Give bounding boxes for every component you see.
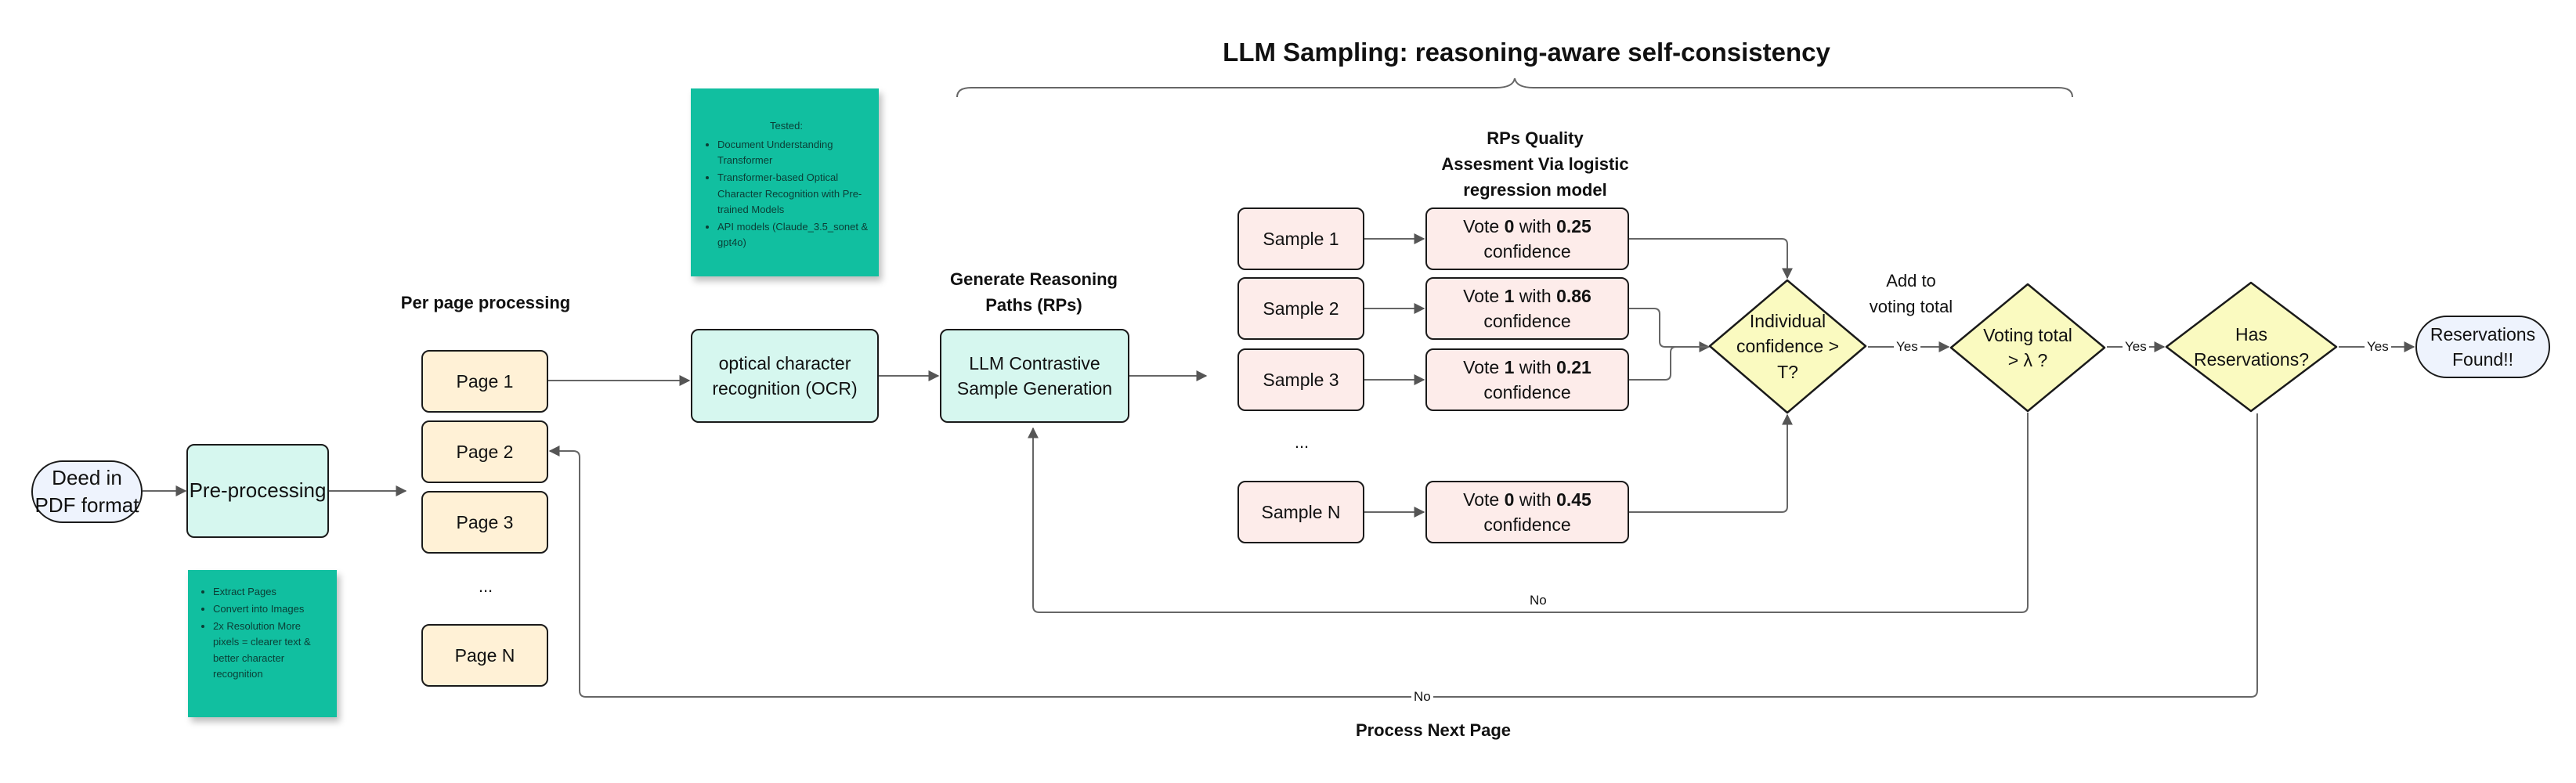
diamond-shape — [2165, 281, 2338, 413]
reservations-line2: Reservations? — [2193, 349, 2310, 370]
individual-line2: confidence > — [1736, 336, 1840, 357]
voting-total-decision[interactable]: Voting total > λ ? — [1949, 282, 2107, 413]
output-line1: Reservations — [2430, 323, 2536, 345]
vote-confidence: 0.86 — [1556, 285, 1591, 306]
preprocess-note: Extract Pages Convert into Images 2x Res… — [188, 570, 337, 717]
llm-line2: Sample Generation — [956, 378, 1113, 399]
generate-heading-line1: Generate Reasoning — [950, 269, 1118, 289]
vote-value: 0 — [1504, 215, 1515, 236]
vote-mid: with — [1514, 285, 1557, 306]
vote-mid: with — [1514, 215, 1557, 236]
preprocess-note-item: Convert into Images — [213, 601, 329, 617]
add-total-line1: Add to — [1886, 271, 1936, 290]
sample-3-node[interactable]: Sample 3 — [1237, 348, 1364, 411]
edge-label-yes: Yes — [2365, 339, 2391, 355]
vote-mid: with — [1514, 356, 1557, 377]
vote-confidence: 0.45 — [1556, 489, 1591, 510]
ocr-tested-title: Tested: — [770, 120, 803, 132]
page-n-node[interactable]: Page N — [421, 624, 548, 687]
sample-n-node[interactable]: Sample N — [1237, 481, 1364, 543]
edge-voting-no-loop — [1028, 413, 2029, 613]
edge-v1-individual — [1629, 238, 1793, 280]
preprocess-note-item: Extract Pages — [213, 584, 329, 600]
edge-vn-individual — [1629, 413, 1793, 513]
voting-line2: > λ ? — [2007, 350, 2048, 370]
vote-value: 1 — [1504, 356, 1515, 377]
vote-prefix: Vote — [1463, 489, 1505, 510]
quality-heading-line1: RPs Quality — [1487, 128, 1584, 148]
vote-prefix: Vote — [1463, 356, 1505, 377]
vote-suffix: confidence — [1483, 311, 1571, 331]
edge-label-yes: Yes — [2123, 339, 2149, 355]
preprocess-note-item: 2x Resolution More pixels = clearer text… — [213, 619, 329, 682]
sample-1-node[interactable]: Sample 1 — [1237, 207, 1364, 270]
input-line2: PDF format — [34, 493, 139, 517]
vote-prefix: Vote — [1463, 285, 1505, 306]
vote-prefix: Vote — [1463, 215, 1505, 236]
vote-suffix: confidence — [1483, 382, 1571, 402]
page-2-node[interactable]: Page 2 — [421, 420, 548, 483]
samples-ellipsis: ... — [1294, 432, 1310, 452]
vote-suffix: confidence — [1483, 514, 1571, 535]
vote-1-node[interactable]: Vote 0 with 0.25 confidence — [1425, 207, 1629, 270]
generate-heading: Generate Reasoning Paths (RPs) — [916, 266, 1151, 318]
ocr-line1: optical character — [718, 352, 851, 373]
vote-mid: with — [1514, 489, 1557, 510]
edge-label-no: No — [1527, 593, 1549, 608]
ocr-node[interactable]: optical character recognition (OCR) — [691, 329, 879, 423]
process-next-page-label: Process Next Page — [1355, 720, 1512, 740]
pages-ellipsis: ... — [478, 576, 493, 596]
edge-v2-individual — [1629, 308, 1711, 352]
edge-label-yes: Yes — [1894, 339, 1920, 355]
output-reservations-found-node[interactable]: Reservations Found!! — [2415, 316, 2550, 378]
page-3-node[interactable]: Page 3 — [421, 491, 548, 554]
page-1-node[interactable]: Page 1 — [421, 350, 548, 413]
diamond-shape — [1949, 283, 2106, 413]
edge-reservations-no-loop — [548, 413, 2258, 698]
ocr-tested-item: API models (Claude_3.5_sonet & gpt4o) — [717, 219, 871, 251]
ocr-line2: recognition (OCR) — [712, 378, 858, 399]
llm-line1: LLM Contrastive — [969, 352, 1100, 373]
pages-heading: Per page processing — [400, 293, 571, 312]
ocr-tested-note: Tested: Document Understanding Transform… — [691, 88, 879, 276]
output-line2: Found!! — [2451, 349, 2513, 370]
vote-3-node[interactable]: Vote 1 with 0.21 confidence — [1425, 348, 1629, 411]
vote-n-node[interactable]: Vote 0 with 0.45 confidence — [1425, 481, 1629, 543]
individual-confidence-decision[interactable]: Individual confidence > T? — [1707, 278, 1868, 415]
input-line1: Deed in — [52, 465, 122, 489]
has-reservations-decision[interactable]: Has Reservations? — [2164, 280, 2339, 413]
sample-2-node[interactable]: Sample 2 — [1237, 277, 1364, 340]
ocr-tested-item: Document Understanding Transformer — [717, 137, 871, 168]
generate-heading-line2: Paths (RPs) — [985, 295, 1082, 315]
input-deed-node[interactable]: Deed in PDF format — [31, 460, 143, 523]
vote-confidence: 0.21 — [1556, 356, 1591, 377]
individual-line3: T? — [1777, 361, 1798, 382]
vote-confidence: 0.25 — [1556, 215, 1591, 236]
edge-v3-individual — [1629, 346, 1709, 381]
vote-value: 0 — [1504, 489, 1515, 510]
voting-line1: Voting total — [1983, 324, 2072, 345]
sampling-brace — [956, 78, 2073, 98]
add-total-line2: voting total — [1869, 297, 1953, 316]
vote-suffix: confidence — [1483, 241, 1571, 262]
preprocess-node[interactable]: Pre-processing — [186, 444, 329, 538]
vote-value: 1 — [1504, 285, 1515, 306]
vote-2-node[interactable]: Vote 1 with 0.86 confidence — [1425, 277, 1629, 340]
diamond-shape — [1708, 279, 1867, 414]
quality-heading-line2: Assesment Via logistic — [1441, 154, 1629, 174]
ocr-tested-item: Transformer-based Optical Character Reco… — [717, 170, 871, 217]
edge-label-no: No — [1411, 689, 1433, 705]
diagram-title: LLM Sampling: reasoning-aware self-consi… — [1223, 38, 1830, 67]
quality-heading: RPs Quality Assesment Via logistic regre… — [1410, 125, 1660, 203]
add-to-voting-label: Add to voting total — [1848, 268, 1974, 319]
quality-heading-line3: regression model — [1463, 180, 1607, 200]
reservations-line1: Has — [2235, 323, 2267, 345]
llm-generation-node[interactable]: LLM Contrastive Sample Generation — [940, 329, 1129, 423]
individual-line1: Individual — [1749, 311, 1826, 332]
